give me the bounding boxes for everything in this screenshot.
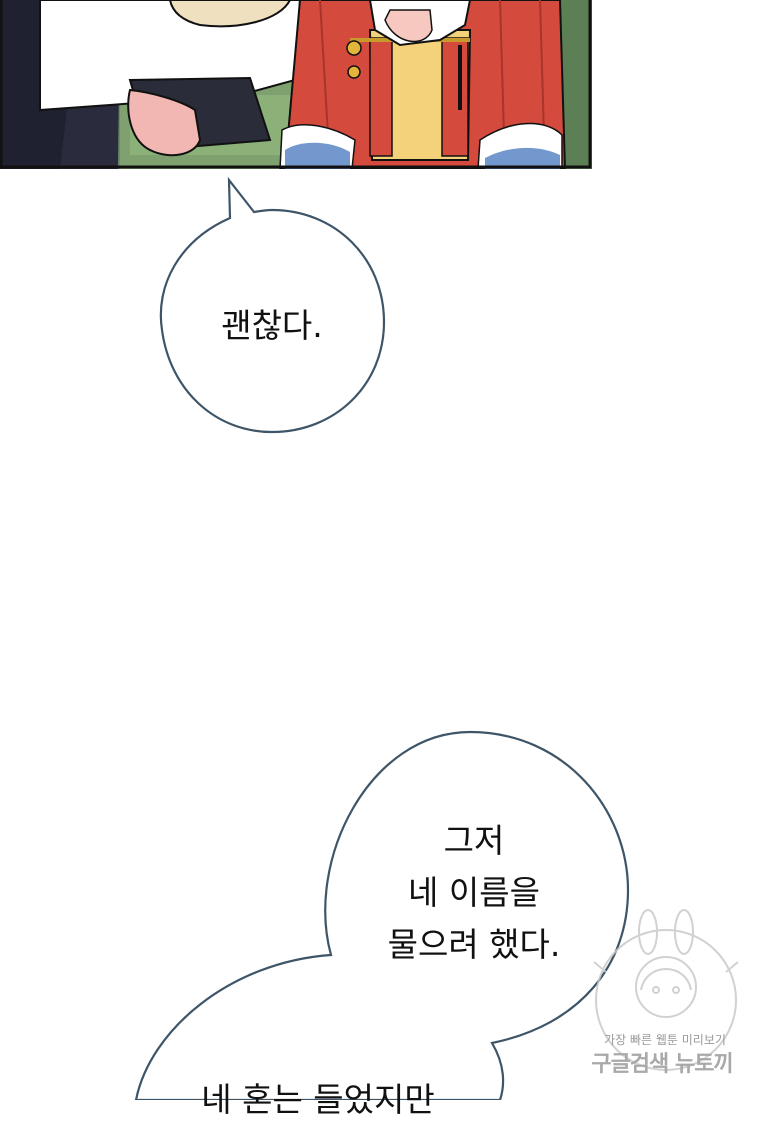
bubble-2-line-3: 물으려 했다. (387, 925, 561, 964)
speech-bubble-1 (159, 176, 386, 434)
bubble-2-line-1: 그저 (443, 821, 505, 860)
speech-bubble-2-text: 그저 네 이름을 물으려 했다. (388, 815, 561, 971)
watermark-text-2: 구글검색 뉴토끼 (591, 1052, 733, 1077)
comic-panel-illustration (0, 0, 592, 169)
bubble-1-line-1: 괜찮다. (221, 306, 323, 345)
speech-bubble-2 (134, 730, 630, 1100)
speech-bubbles-layer (134, 176, 630, 1100)
bubble-3-line-1: 네 혼는 들었지만 (201, 1080, 435, 1119)
speech-bubble-1-text: 괜찮다. (221, 300, 323, 352)
speech-bubble-3-text: 네 혼는 들었지만 (201, 1074, 435, 1126)
watermark-mascot-icon (593, 909, 739, 1071)
watermark-text-1: 가장 빠른 웹툰 미리보기 (604, 1033, 726, 1047)
panel-artwork (0, 0, 592, 169)
bubble-2-line-2: 네 이름을 (408, 873, 540, 912)
